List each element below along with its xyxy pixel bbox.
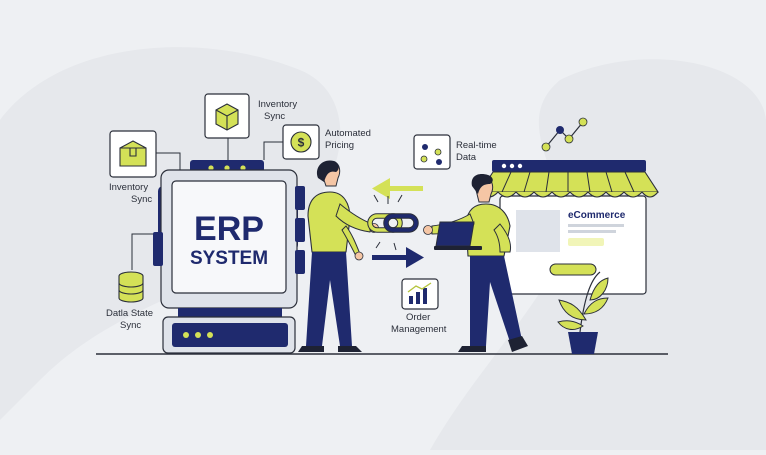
- erp-title: ERP: [194, 210, 264, 248]
- data-state-sync-label: Datla State: [106, 308, 153, 319]
- realtime-data-label-2: Data: [456, 152, 477, 163]
- order-management-label: Order: [406, 312, 430, 323]
- bar-chart-icon: [401, 278, 439, 310]
- erp-subtitle: SYSTEM: [190, 248, 268, 269]
- laptop-icon: [434, 221, 482, 250]
- ecommerce-title: eCommerce: [568, 210, 626, 221]
- erp-server: [153, 160, 305, 354]
- line-trend-icon: [541, 117, 588, 152]
- dots-network-icon: [413, 134, 451, 170]
- box-icon: [204, 93, 250, 139]
- background-shapes: [0, 47, 766, 450]
- realtime-data-label: Real-time: [456, 140, 497, 151]
- dollar-coin-icon: $: [282, 124, 320, 160]
- connector-lines: [131, 138, 283, 270]
- chain-link-icon: [367, 194, 419, 251]
- inventory-sync-top-label: Inventory: [258, 99, 297, 110]
- automated-pricing-label: Automated: [325, 128, 371, 139]
- data-state-sync-label-2: Sync: [120, 320, 141, 331]
- ecommerce-storefront: [478, 160, 660, 295]
- arrow-left-icon: [372, 178, 423, 199]
- svg-text:$: $: [298, 136, 305, 150]
- inventory-sync-left-label: Inventory: [109, 182, 148, 193]
- person-left: [298, 160, 379, 352]
- box-icon: [109, 130, 157, 178]
- inventory-sync-left-label-2: Sync: [131, 194, 152, 205]
- automated-pricing-label-2: Pricing: [325, 140, 354, 151]
- person-right: [423, 174, 528, 352]
- potted-plant-icon: [557, 271, 609, 354]
- database-icon: [118, 271, 144, 303]
- order-management-label-2: Management: [391, 324, 447, 335]
- arrow-right-icon: [372, 247, 424, 268]
- inventory-sync-top-label-2: Sync: [264, 111, 285, 122]
